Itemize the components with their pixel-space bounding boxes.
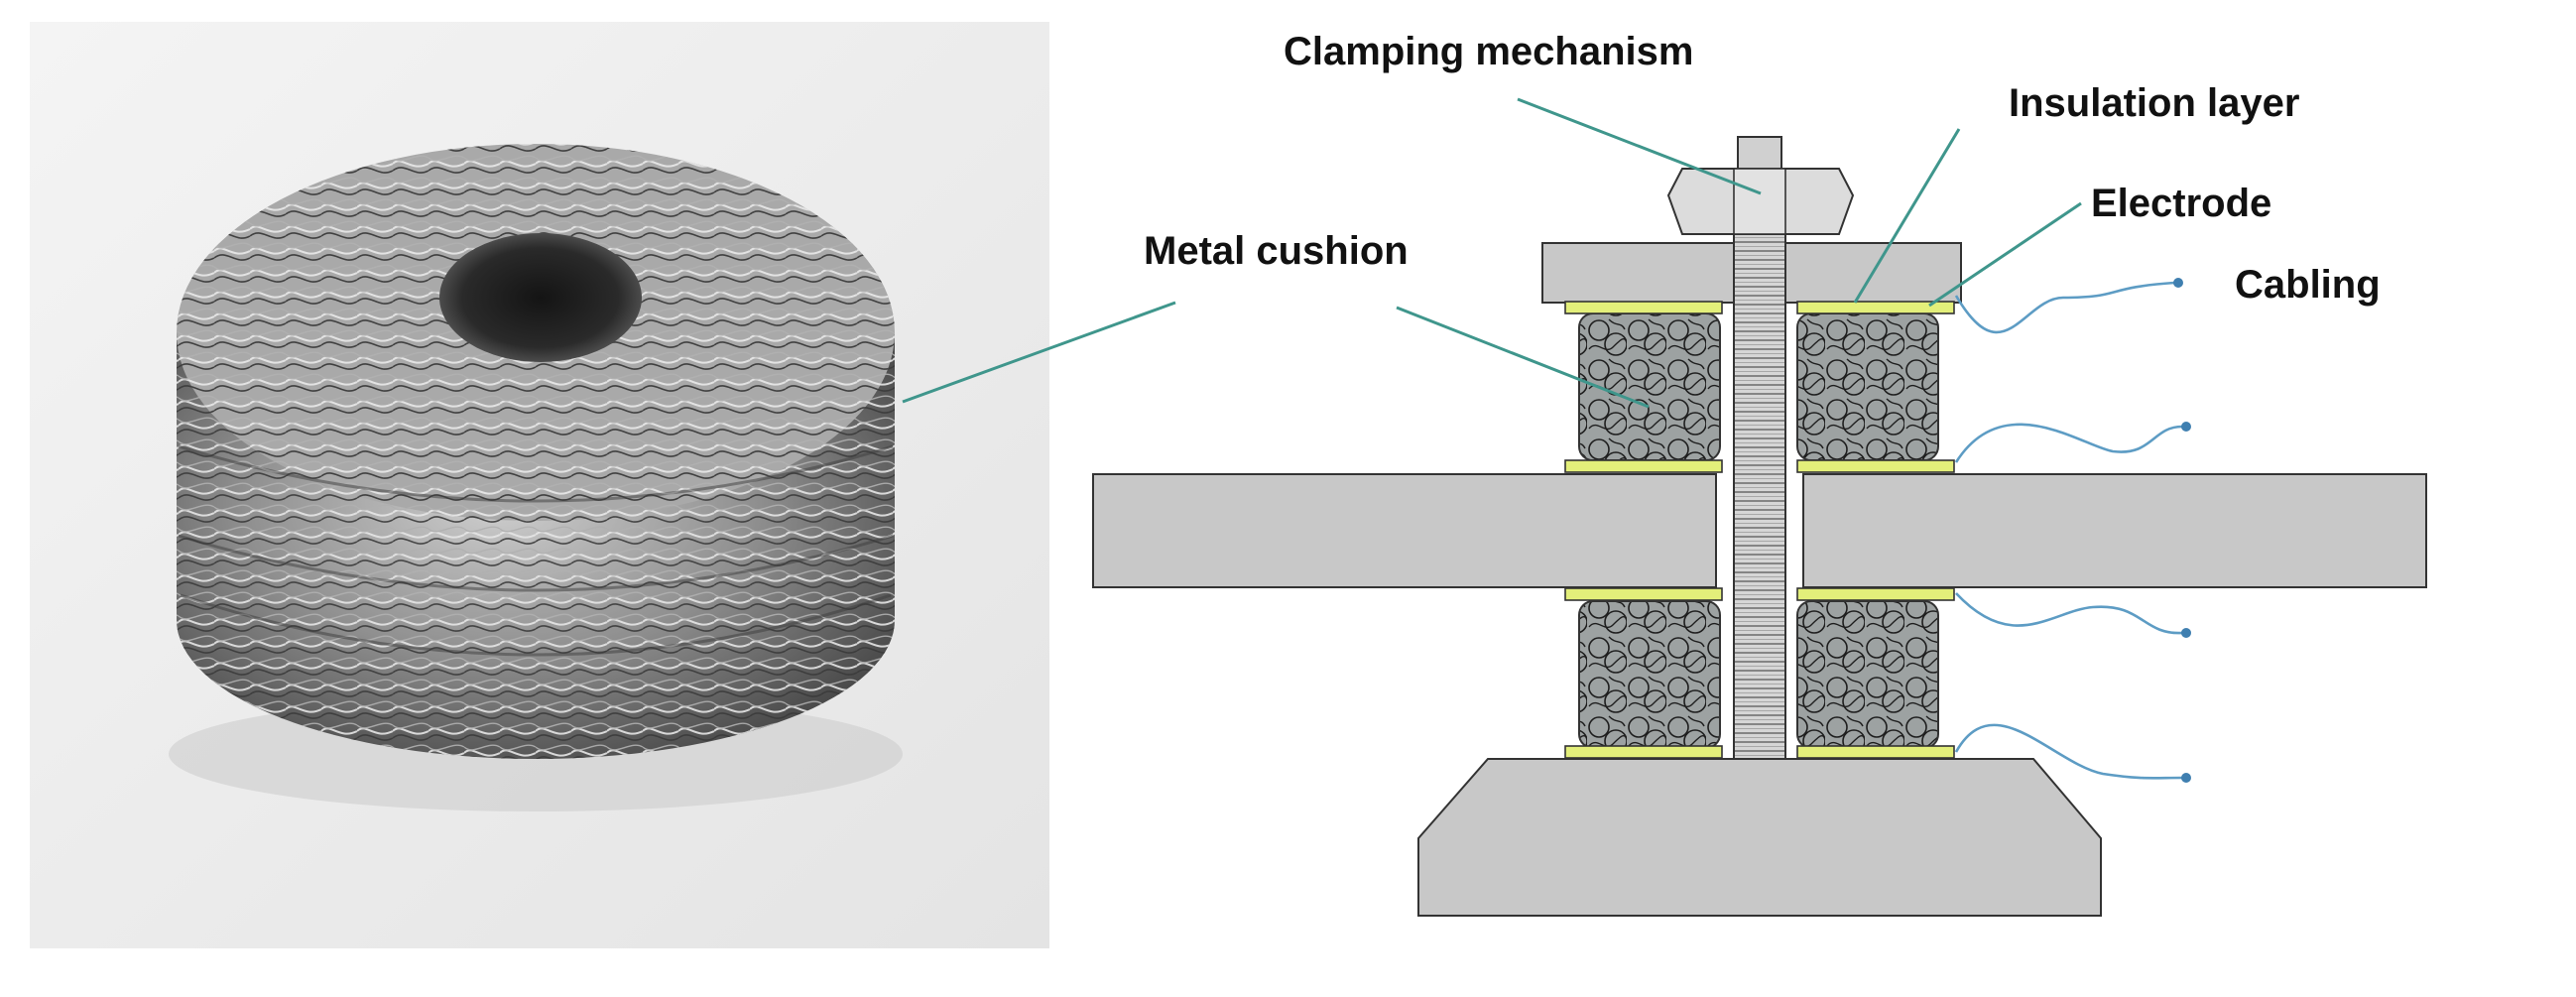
bolt-rod (1733, 168, 1786, 760)
electrode-label: Electrode (2091, 182, 2272, 225)
electrode-layers (1564, 301, 1955, 759)
cable-terminals (2173, 278, 2191, 783)
upper-metal-cushion-right (1796, 312, 1939, 461)
leader-lines (902, 97, 2082, 409)
clamping-mechanism-label: Clamping mechanism (1284, 30, 1694, 73)
lower-metal-cushion-left (1578, 600, 1721, 749)
cabling-label: Cabling (2235, 263, 2381, 307)
middle-plate-right (1802, 473, 2427, 588)
metal-cushion-photo (30, 22, 1049, 948)
bolt-tip (1737, 136, 1782, 172)
metal-cushion-label: Metal cushion (1144, 229, 1409, 273)
cabling-wires (1954, 281, 2183, 780)
lower-metal-cushion-right (1796, 600, 1939, 749)
middle-plate-left (1092, 473, 1717, 588)
base-block (1417, 758, 2102, 917)
insulation-layer-label: Insulation layer (2009, 81, 2300, 125)
